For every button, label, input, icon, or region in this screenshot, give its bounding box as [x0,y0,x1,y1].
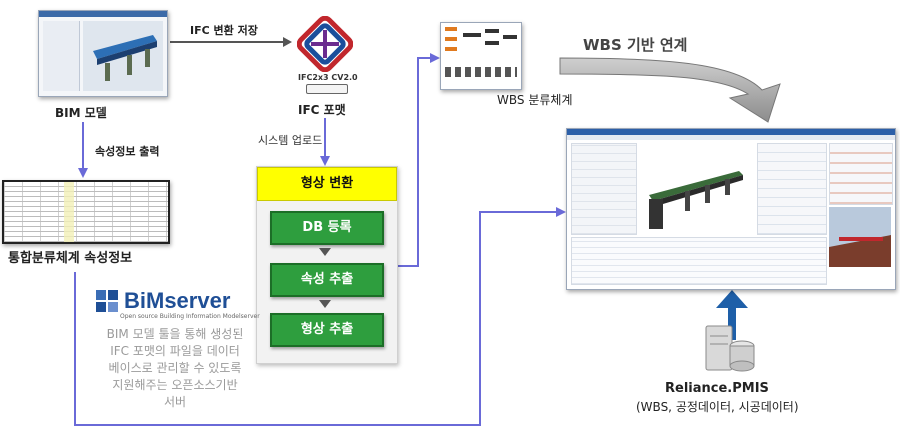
bim-window-titlebar [39,11,167,17]
wbs-classification-screenshot [440,22,522,90]
bim-tree-panel [43,21,80,91]
attr-output-label: 속성정보 출력 [95,145,160,158]
pmis-gantt-panel [571,237,827,285]
bimserver-desc-line: 지원해주는 오픈소스기반 [112,378,238,392]
pmis-titlebar [567,129,895,135]
step-shape-extract: 형상 추출 [270,313,384,347]
bimserver-desc-line: 서버 [163,395,187,409]
pmis-up-arrow [716,290,748,340]
system-upload-label: 시스템 업로드 [258,134,323,147]
integrated-attrs-sheet [2,180,170,244]
integrated-attrs-label: 통합분류체계 속성정보 [8,251,133,266]
integration-loop-line [74,211,560,426]
wbs-link-arrowhead [430,53,440,63]
bim-model-screenshot [38,10,168,97]
ifc-format-label: IFC 포맷 [298,103,346,117]
wbs-link-label: WBS 기반 연계 [583,36,688,54]
pmis-info-panel [829,143,893,205]
reliance-pmis-name: Reliance.PMIS [665,381,769,396]
pmis-server-icon [705,325,755,372]
bimserver-desc-line: BIM 모델 툴을 통해 생성된 [106,327,244,341]
attr-output-arrowhead [78,168,88,178]
wbs-link-line [382,57,432,267]
step-db-register: DB 등록 [270,211,384,245]
bimserver-desc-line: IFC 포맷의 파일을 데이터 [110,344,240,358]
reliance-pmis-detail: (WBS, 공정데이터, 시공데이터) [636,400,799,414]
pmis-site-photo [829,207,891,267]
bimserver-logo-text: BiMserver [124,288,231,313]
bim-viewport [83,21,163,91]
ifc-badge-icon [306,84,348,94]
ifc-logo-icon [297,16,353,72]
bim-model-label: BIM 모델 [55,106,107,120]
step-arrow-2 [319,300,331,308]
bimserver-description: BIM 모델 툴을 통해 생성된 IFC 포맷의 파일을 데이터 베이스로 관리… [80,326,270,411]
wbs-link-big-arrow [559,57,781,123]
ifc-save-label: IFC 변환 저장 [190,24,258,37]
bimserver-desc-line: 베이스로 관리할 수 있도록 [108,361,242,375]
integration-loop-arrowhead [556,207,566,217]
wbs-classification-label: WBS 분류체계 [497,93,573,107]
bimserver-logo-sub: Open source Building Information Modelse… [120,313,260,320]
upload-arrowhead [320,156,330,166]
step-attr-extract: 속성 추출 [270,263,384,297]
pmis-3d-viewport [639,143,751,233]
ifc-save-arrowhead [283,37,292,47]
shape-conversion-panel: 형상 변환 DB 등록 속성 추출 형상 추출 [256,166,398,364]
ifc-logo-caption: IFC2x3 CV2.0 [298,73,358,82]
bimserver-logo-icon [96,290,118,312]
pmis-tree-panel [571,143,637,235]
shape-conversion-title: 형상 변환 [257,167,397,201]
pmis-screenshot [566,128,896,290]
step-arrow-1 [319,248,331,256]
pmis-property-panel [757,143,827,235]
